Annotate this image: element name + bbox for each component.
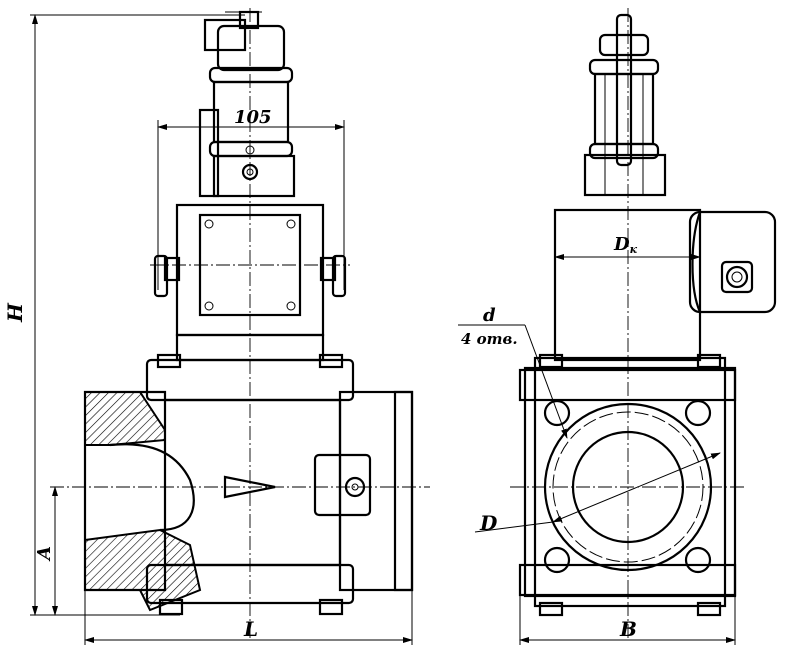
dimension-105: 105 [157, 107, 345, 290]
dim-label-D: D [479, 511, 498, 535]
dimension-D: D [474, 452, 721, 535]
dimension-H: H [3, 14, 245, 616]
front-view: 105 H A L [3, 8, 430, 645]
solenoid-head-side [583, 13, 667, 197]
dimension-A: A [34, 486, 58, 616]
actuator-box-side [553, 208, 777, 362]
valve-body-front [83, 353, 414, 616]
dimension-holes: d 4 отв. [458, 305, 568, 439]
dim-label-d: d [483, 305, 496, 326]
dim-label-B: B [619, 617, 637, 641]
side-view: D d 4 отв. Dк B [458, 8, 777, 645]
dimension-L: L [84, 590, 413, 645]
flange-side [518, 353, 737, 617]
dim-label-A: A [34, 546, 55, 562]
dim-label-Dk-sub: к [630, 243, 638, 256]
dim-label-Dk: Dк [613, 234, 638, 256]
solenoid-head-front [198, 10, 296, 198]
dim-label-Dk-main: D [613, 234, 630, 255]
dimension-B: B [519, 596, 736, 645]
dim-label-H: H [3, 302, 27, 323]
dim-label-L: L [243, 617, 258, 641]
dim-label-105: 105 [234, 107, 272, 128]
dimension-Dk: Dк [554, 234, 701, 260]
dim-label-holes: 4 отв. [461, 330, 518, 348]
